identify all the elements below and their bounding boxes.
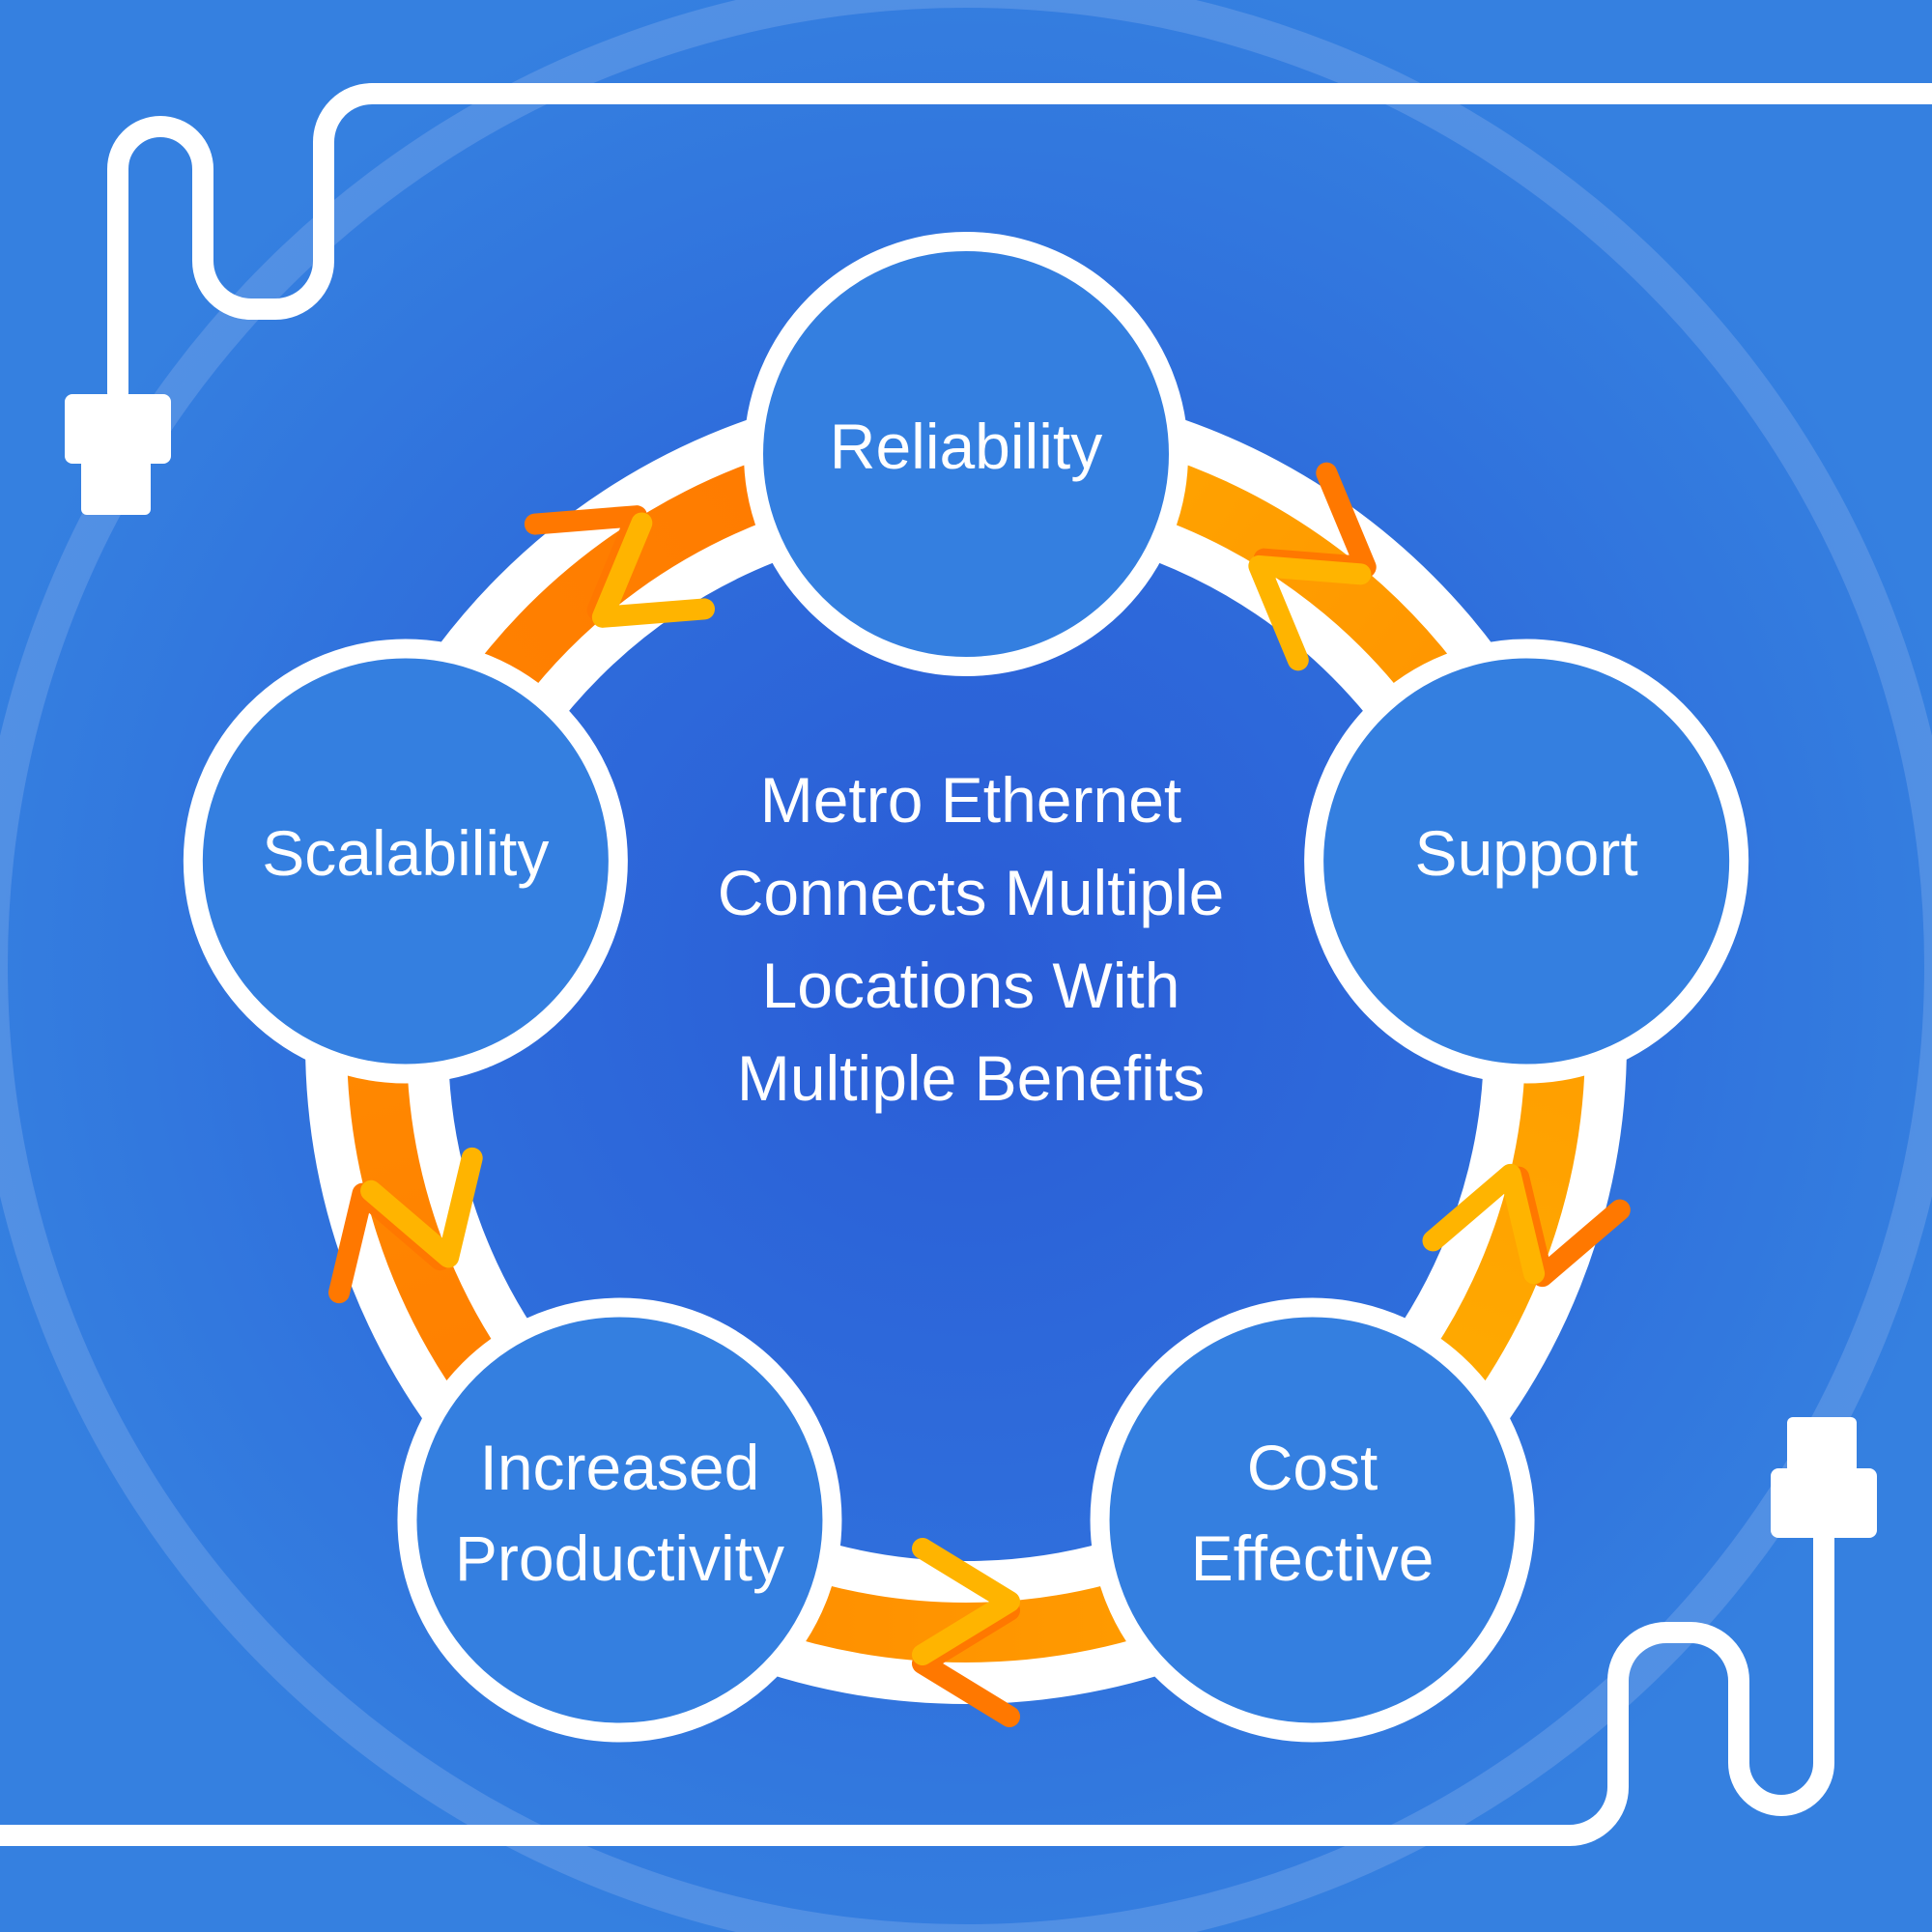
chevron-backward [1248, 554, 1372, 671]
node-label-line: Increased [479, 1431, 760, 1503]
chevron-backward [360, 1147, 483, 1268]
center-title-line: Locations With [761, 950, 1180, 1021]
center-title: Metro Ethernet Connects Multiple Locatio… [580, 753, 1362, 1124]
center-title-line: Metro Ethernet [759, 764, 1182, 836]
arrow-chevrons [328, 462, 1631, 1727]
chevron-backward [912, 1538, 1020, 1665]
chevron-backward [591, 512, 715, 628]
node-label-increased-productivity: Increased Productivity [426, 1422, 812, 1604]
node-label-scalability: Scalability [213, 808, 599, 898]
node-label-cost-effective: Cost Effective [1120, 1422, 1506, 1604]
node-circle-increased-productivity [397, 1297, 842, 1743]
node-label-line: Cost [1246, 1431, 1378, 1503]
benefit-nodes [183, 232, 1749, 1743]
node-label-line: Effective [1190, 1521, 1435, 1594]
ethernet-plug-icon [65, 350, 171, 515]
node-circle-reliability [744, 232, 1188, 676]
node-circle-scalability [183, 639, 628, 1084]
chevron-backward [1422, 1163, 1546, 1285]
center-title-line: Multiple Benefits [736, 1042, 1206, 1114]
ethernet-plug-icon [1771, 1417, 1877, 1577]
node-circle-support [1304, 639, 1749, 1084]
node-label-line: Reliability [829, 411, 1103, 482]
center-title-line: Connects Multiple [717, 857, 1225, 928]
node-label-support: Support [1333, 808, 1719, 898]
cable-bottom-right [0, 1549, 1834, 1846]
cable-top-left [107, 83, 1932, 378]
node-label-reliability: Reliability [773, 401, 1159, 492]
node-label-line: Productivity [454, 1521, 784, 1594]
node-label-line: Support [1414, 817, 1638, 890]
node-circle-cost-effective [1090, 1297, 1535, 1743]
node-label-line: Scalability [262, 817, 550, 890]
